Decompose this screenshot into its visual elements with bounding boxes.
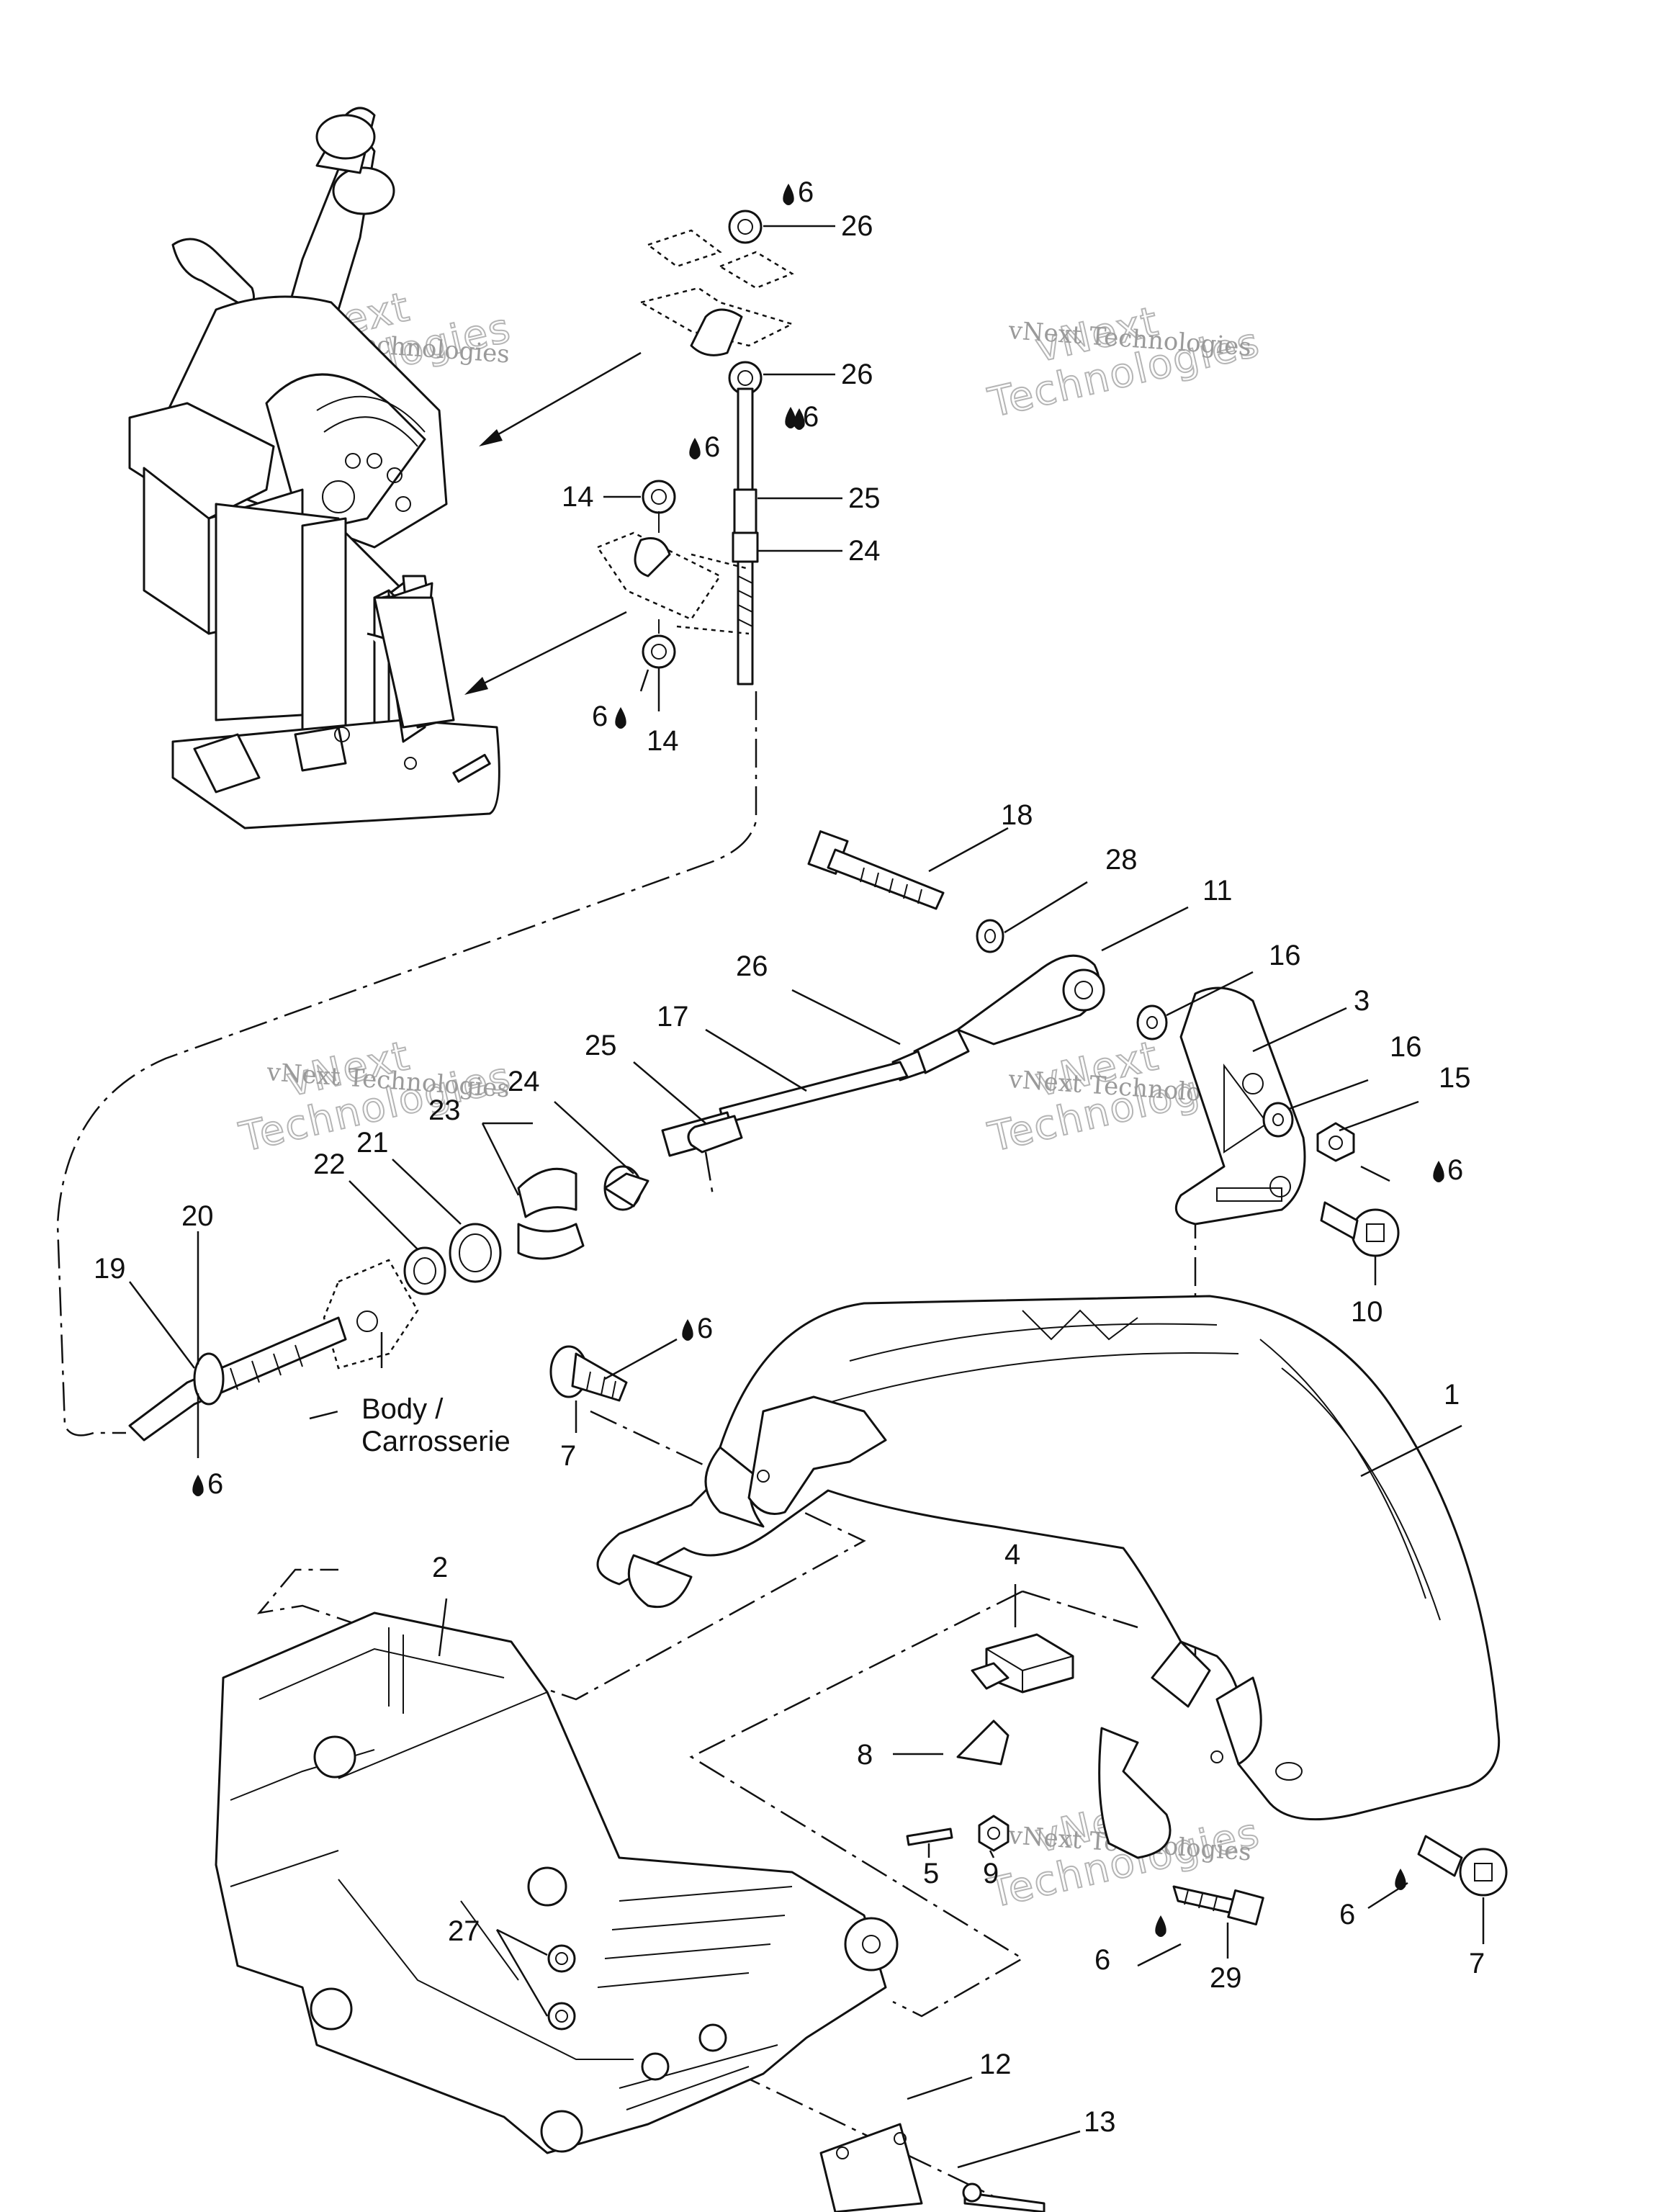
- callout-27: 27: [448, 1915, 480, 1947]
- callout-2: 2: [432, 1552, 448, 1583]
- callout-16: 16: [1269, 940, 1301, 971]
- callout-1: 1: [1444, 1379, 1460, 1411]
- shift-cable-end-hardware: [596, 210, 795, 685]
- lubricant-ref: 6: [798, 176, 814, 208]
- callout-17: 17: [657, 1001, 689, 1033]
- body-note-line1: Body /: [361, 1393, 444, 1425]
- shift-cable-assembly: [128, 830, 1400, 1442]
- callout-7: 7: [560, 1440, 576, 1472]
- callout-24: 24: [848, 535, 881, 567]
- callout-25: 25: [848, 482, 881, 514]
- lubricant-ref: 6: [592, 701, 608, 732]
- lubricant-ref: 6: [207, 1468, 223, 1500]
- callout-10: 10: [1351, 1296, 1383, 1328]
- lubricant-labels: 6 6 6 6 6 6 6 6 6: [207, 176, 1463, 1976]
- grease-drop-icon: [1433, 1161, 1444, 1182]
- grease-drop-icon: [689, 438, 701, 459]
- grease-drop-icon: [793, 408, 805, 430]
- callout-24: 24: [508, 1066, 540, 1097]
- callout-14: 14: [562, 481, 594, 513]
- screw-7-left: [549, 1345, 628, 1402]
- lubricant-ref: 6: [1447, 1154, 1463, 1186]
- callout-7: 7: [1469, 1948, 1485, 1979]
- remote-control-lever-assembly: [128, 107, 500, 830]
- grease-drop-icon: [682, 1319, 693, 1341]
- grease-drop-icon: [192, 1475, 204, 1496]
- grease-drop-icon: [1395, 1869, 1406, 1890]
- lubricant-ref: 6: [803, 401, 819, 433]
- leader-lines: [129, 225, 1485, 2169]
- callout-8: 8: [857, 1739, 873, 1771]
- callout-23: 23: [428, 1094, 461, 1126]
- body-note-line2: Carrosserie: [361, 1426, 511, 1457]
- assembly-arrows: [464, 351, 642, 695]
- lubricant-ref: 6: [1094, 1944, 1110, 1976]
- gate-hardware: [906, 1633, 1508, 1926]
- lubricant-drop-icons: [192, 184, 1444, 1937]
- callout-25: 25: [585, 1030, 617, 1061]
- grease-drop-icon: [785, 407, 796, 428]
- callout-21: 21: [356, 1127, 389, 1159]
- callout-22: 22: [313, 1148, 346, 1180]
- callout-4: 4: [1004, 1539, 1020, 1570]
- callout-9: 9: [983, 1858, 999, 1889]
- grease-drop-icon: [615, 707, 626, 729]
- grease-drop-icon: [783, 184, 794, 205]
- callout-16: 16: [1390, 1031, 1422, 1063]
- callout-3: 3: [1354, 985, 1370, 1017]
- callout-29: 29: [1210, 1962, 1242, 1994]
- callout-5: 5: [923, 1858, 939, 1889]
- lubricant-ref: 6: [704, 431, 720, 463]
- callout-15: 15: [1439, 1062, 1471, 1094]
- callout-11: 11: [1202, 875, 1233, 907]
- callout-26: 26: [841, 359, 873, 390]
- callout-13: 13: [1084, 2106, 1116, 2138]
- callout-19: 19: [94, 1253, 126, 1285]
- body-note: Body / Carrosserie: [361, 1393, 511, 1457]
- callout-12: 12: [979, 2049, 1012, 2080]
- part-callouts: 26 26 14 25 24 14 18 28 11 26 17 16 3 25…: [94, 210, 1485, 2138]
- callout-28: 28: [1105, 844, 1138, 876]
- housing: [215, 1611, 899, 2154]
- reverse-gate: [596, 1295, 1501, 1859]
- callout-26: 26: [736, 950, 768, 982]
- callout-14: 14: [647, 725, 679, 757]
- callout-26: 26: [841, 210, 873, 242]
- grease-drop-icon: [1155, 1915, 1166, 1937]
- lower-plate-hardware: [819, 2123, 1046, 2212]
- callout-18: 18: [1001, 799, 1033, 831]
- lubricant-ref: 6: [697, 1313, 713, 1344]
- callout-20: 20: [181, 1200, 214, 1232]
- lubricant-ref: 6: [1339, 1899, 1355, 1930]
